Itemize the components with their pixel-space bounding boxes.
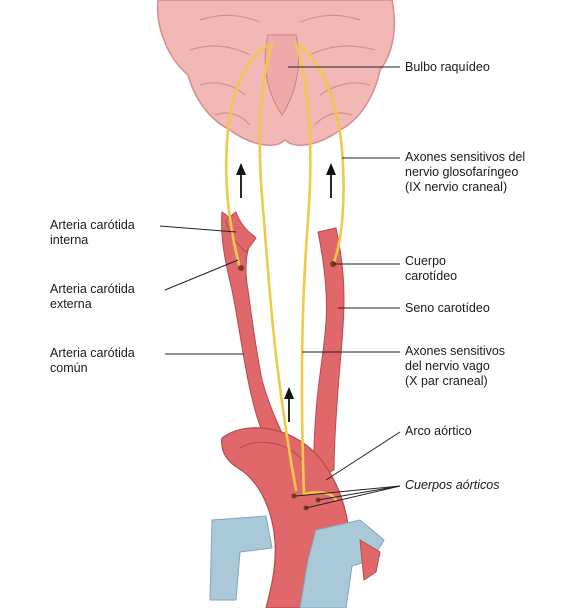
leader-lines <box>159 66 401 509</box>
label-arteria-carotida-interna: Arteria carótida interna <box>50 218 135 247</box>
label-arteria-carotida-externa: Arteria carótida externa <box>50 282 135 311</box>
label-arco-aortico: Arco aórtico <box>405 424 472 438</box>
label-seno-carotideo: Seno carotídeo <box>405 301 490 315</box>
label-axones-vago: Axones sensitivos del nervio vago (X par… <box>405 344 506 388</box>
brainstem <box>156 0 396 146</box>
label-cuerpos-aorticos: Cuerpos aórticos <box>405 478 500 492</box>
label-axones-glosofaringeo: Axones sensitivos del nervio glosofaríng… <box>405 150 526 194</box>
label-arteria-carotida-comun: Arteria carótida común <box>50 346 135 375</box>
label-cuerpo-carotideo: Cuerpo carotídeo <box>405 254 458 283</box>
label-bulbo-raquideo: Bulbo raquídeo <box>405 60 490 74</box>
direction-arrows <box>236 163 336 422</box>
nerves <box>224 42 345 502</box>
veins <box>209 515 385 608</box>
